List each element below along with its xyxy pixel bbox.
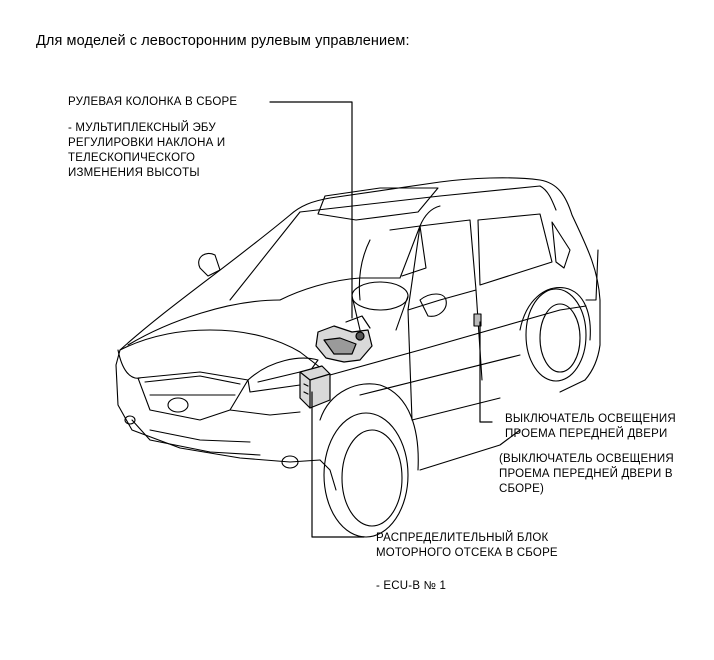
note-line: ТЕЛЕСКОПИЧЕСКОГО (68, 152, 196, 164)
steering-column-part (315, 315, 373, 363)
note-line: РЕГУЛИРОВКИ НАКЛОНА И (68, 137, 226, 149)
note-line: ИЗМЕНЕНИЯ ВЫСОТЫ (68, 167, 200, 179)
car-front-fascia (117, 349, 319, 469)
junction-block-part (299, 365, 331, 409)
rear-wheel (519, 287, 591, 382)
note-line: ПРОЕМА ПЕРЕДНЕЙ ДВЕРИ В (499, 468, 673, 480)
note-line: - МУЛЬТИПЛЕКСНЫЙ ЭБУ (68, 122, 216, 134)
junction-block-note: - ECU-B № 1 (376, 580, 447, 592)
door-switch-part (473, 313, 482, 327)
door-switch-note: (ВЫКЛЮЧАТЕЛЬ ОСВЕЩЕНИЯ ПРОЕМА ПЕРЕДНЕЙ Д… (499, 452, 674, 497)
label-line: МОТОРНОГО ОТСЕКА В СБОРЕ (376, 547, 558, 559)
car-interior (198, 225, 427, 331)
label-line: ПРОЕМА ПЕРЕДНЕЙ ДВЕРИ (505, 428, 668, 440)
label-line: ВЫКЛЮЧАТЕЛЬ ОСВЕЩЕНИЯ (505, 413, 676, 425)
note-line: СБОРЕ) (499, 483, 545, 495)
junction-block-label: РАСПРЕДЕЛИТЕЛЬНЫЙ БЛОК МОТОРНОГО ОТСЕКА … (376, 531, 558, 561)
note-line: (ВЫКЛЮЧАТЕЛЬ ОСВЕЩЕНИЯ (499, 453, 674, 465)
steering-column-note: - МУЛЬТИПЛЕКСНЫЙ ЭБУ РЕГУЛИРОВКИ НАКЛОНА… (68, 121, 225, 181)
door-switch-label: ВЫКЛЮЧАТЕЛЬ ОСВЕЩЕНИЯ ПРОЕМА ПЕРЕДНЕЙ ДВ… (505, 412, 676, 442)
page-heading: Для моделей с левосторонним рулевым упра… (36, 33, 410, 49)
callout-leaders (269, 101, 493, 538)
front-wheel (319, 383, 419, 538)
steering-column-label: РУЛЕВАЯ КОЛОНКА В СБОРЕ (68, 96, 238, 108)
label-line: РАСПРЕДЕЛИТЕЛЬНЫЙ БЛОК (376, 532, 549, 544)
